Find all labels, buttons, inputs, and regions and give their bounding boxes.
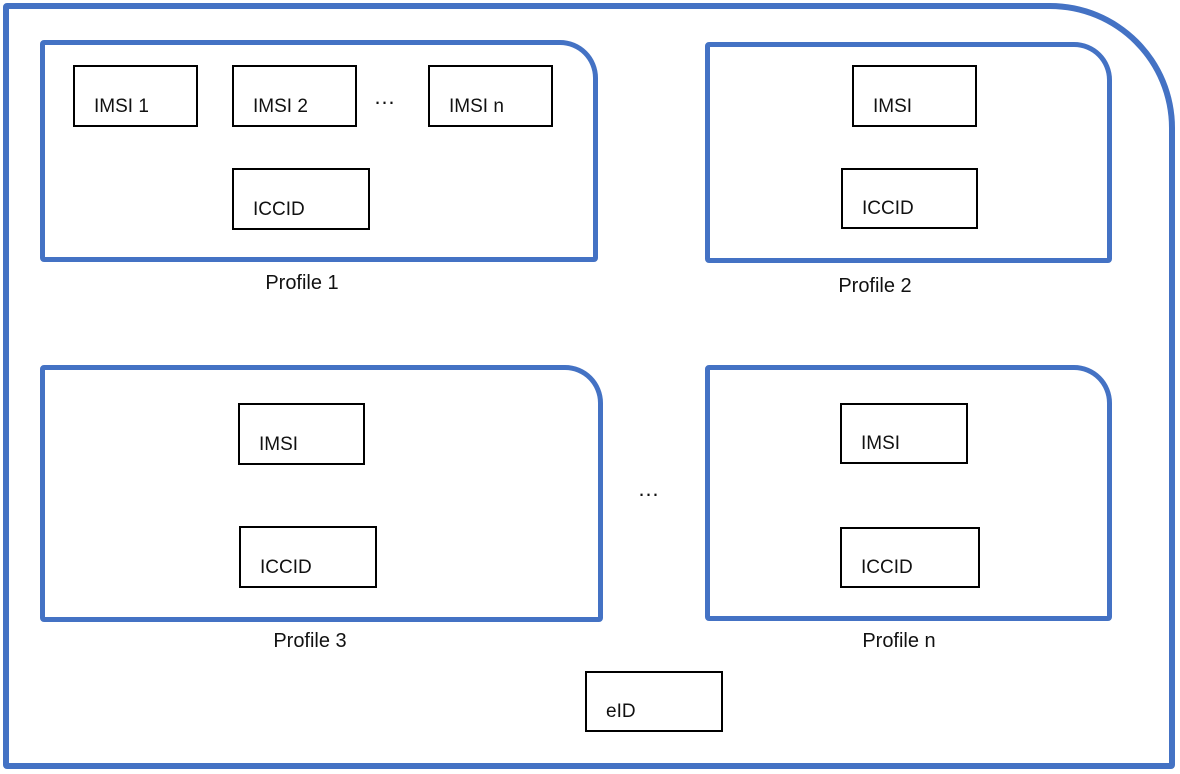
profile-1-imsi-2-label: IMSI 2	[253, 96, 308, 117]
profile-1-imsi-1-label: IMSI 1	[94, 96, 149, 117]
profile-3-iccid-label: ICCID	[260, 557, 312, 578]
profile-2-caption: Profile 2	[838, 275, 912, 297]
profile-3-container: IMSI ICCID	[40, 365, 603, 622]
eid-label: eID	[606, 701, 636, 722]
profile-1-container: IMSI 1 IMSI 2 … IMSI n ICCID	[40, 40, 598, 262]
profile-n-imsi-label: IMSI	[861, 433, 901, 454]
profile-1-imsi-n-box: IMSI n	[428, 65, 553, 127]
profile-1-imsi-2-box: IMSI 2	[232, 65, 357, 127]
profile-1-iccid-box: ICCID	[232, 168, 370, 230]
profile-3-caption: Profile 3	[273, 630, 347, 652]
profile-n-container: IMSI ICCID	[705, 365, 1112, 621]
profile-n-iccid-label: ICCID	[861, 557, 913, 578]
profile-2-imsi-label: IMSI	[873, 96, 913, 117]
profile-2-imsi-box: IMSI	[852, 65, 977, 127]
profile-1-imsi-1-box: IMSI 1	[73, 65, 198, 127]
profile-2-container: IMSI ICCID	[705, 42, 1112, 263]
profile-2-iccid-label: ICCID	[862, 198, 914, 219]
profile-3-imsi-box: IMSI	[238, 403, 365, 465]
profile-1-imsi-ellipsis: …	[373, 84, 397, 109]
profile-1-imsi-n-label: IMSI n	[449, 96, 504, 117]
profile-1-iccid-label: ICCID	[253, 199, 305, 220]
profile-1-caption: Profile 1	[265, 272, 339, 294]
profile-n-imsi-box: IMSI	[840, 403, 968, 464]
profile-3-imsi-label: IMSI	[259, 434, 299, 455]
profile-n-caption: Profile n	[862, 630, 936, 652]
eid-box: eID	[585, 671, 723, 732]
profile-n-iccid-box: ICCID	[840, 527, 980, 588]
profiles-ellipsis: …	[637, 476, 661, 501]
profile-2-iccid-box: ICCID	[841, 168, 978, 229]
profile-3-iccid-box: ICCID	[239, 526, 377, 588]
